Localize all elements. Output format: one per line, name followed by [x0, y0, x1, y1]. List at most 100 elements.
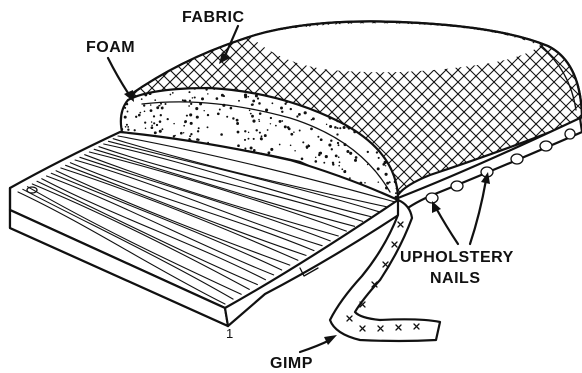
- fabric-hatch-line: [0, 0, 48, 200]
- foam-dot: [190, 103, 192, 105]
- foam-dot: [355, 156, 358, 159]
- foam-dot: [161, 107, 164, 110]
- foam-dot: [139, 112, 141, 114]
- nails-leader-line-left: [436, 208, 458, 244]
- foam-dot: [217, 112, 220, 115]
- foam-dot: [335, 155, 338, 158]
- foam-dot: [284, 103, 286, 105]
- foam-dot: [312, 117, 315, 120]
- foam-dot: [264, 134, 267, 137]
- foam-dot: [290, 133, 293, 136]
- foam-dot: [341, 168, 343, 170]
- foam-dot: [343, 126, 346, 129]
- foam-dot: [270, 123, 271, 124]
- foam-dot: [396, 188, 397, 189]
- foam-dot: [150, 104, 152, 106]
- foam-dot: [337, 127, 339, 129]
- foam-dot: [188, 91, 190, 93]
- foam-dot: [284, 125, 287, 128]
- foam-dot: [318, 154, 320, 156]
- foam-dot: [156, 124, 158, 126]
- foam-dot: [159, 130, 162, 133]
- foam-dot: [293, 131, 295, 133]
- foam-dot: [265, 109, 268, 112]
- foam-dot: [197, 130, 199, 132]
- foam-dot: [213, 89, 215, 91]
- foam-dot: [290, 145, 292, 147]
- foam-dot: [159, 120, 162, 123]
- foam-dot: [190, 133, 192, 135]
- foam-dot: [317, 136, 319, 138]
- foam-dot: [138, 114, 141, 117]
- foam-dot: [183, 132, 184, 133]
- foam-dot: [126, 124, 128, 126]
- foam-dot: [194, 96, 196, 98]
- foam-dot: [183, 125, 185, 127]
- fabric-hatch-line: [0, 0, 12, 200]
- foam-dot: [192, 97, 194, 99]
- fabric-hatch-line: [0, 0, 24, 200]
- foam-dot: [174, 135, 176, 137]
- foam-dot: [143, 104, 145, 106]
- gimp-leader-line: [300, 340, 330, 352]
- foam-dot: [180, 132, 183, 135]
- foam-dot: [270, 117, 272, 119]
- foam-dot: [258, 119, 259, 120]
- foam-dot: [127, 129, 129, 131]
- foam-dot: [182, 99, 184, 101]
- foam-leader-line: [108, 58, 130, 96]
- foam-dot: [331, 148, 333, 150]
- foam-dot: [329, 125, 332, 128]
- foam-dot: [153, 122, 155, 124]
- foam-dot: [290, 108, 292, 110]
- foam-dot: [144, 93, 147, 96]
- foam-dot: [124, 107, 126, 109]
- foam-dot: [172, 92, 174, 94]
- foam-dot: [189, 100, 191, 102]
- foam-dot: [144, 110, 146, 112]
- foam-dot: [338, 144, 340, 146]
- foam-dot: [395, 192, 397, 194]
- foam-dot: [364, 182, 366, 184]
- foam-dot: [189, 135, 191, 137]
- upholstery-nail: [451, 181, 463, 191]
- foam-dot: [126, 103, 128, 105]
- foam-dot: [279, 144, 281, 146]
- foam-dot: [244, 147, 246, 149]
- foam-dot: [275, 125, 277, 127]
- foam-dot: [134, 129, 136, 131]
- foam-dot: [339, 127, 341, 129]
- foam-dot: [301, 158, 304, 161]
- foam-dot: [332, 163, 334, 165]
- foam-dot: [377, 167, 380, 170]
- foam-dot: [188, 105, 190, 107]
- nails-arrowhead-left: [432, 201, 441, 213]
- foam-dot: [154, 131, 157, 134]
- foam-dot: [167, 118, 169, 120]
- foam-dot: [135, 116, 137, 118]
- foam-dot: [323, 162, 325, 164]
- foam-dot: [159, 105, 161, 107]
- foam-dot: [226, 116, 228, 118]
- foam-dot: [154, 99, 156, 101]
- foam-dot: [382, 163, 385, 166]
- foam-dot: [144, 122, 146, 124]
- foam-dot: [248, 138, 250, 140]
- fabric-label: FABRIC: [182, 9, 245, 26]
- foam-dot: [251, 115, 254, 118]
- foam-dot: [161, 128, 163, 130]
- foam-dot: [201, 97, 204, 100]
- foam-dot: [249, 110, 251, 112]
- foam-dot: [306, 145, 309, 148]
- foam-dot: [190, 122, 193, 125]
- foam-dot: [207, 126, 209, 128]
- foam-dot: [260, 138, 262, 140]
- foam-dot: [346, 150, 349, 153]
- foam-dot: [216, 97, 219, 100]
- foam-dot: [326, 124, 327, 125]
- foam-dot: [296, 115, 298, 117]
- foam-dot: [298, 113, 301, 116]
- foam-dot: [302, 141, 304, 143]
- foam-dot: [184, 121, 186, 123]
- foam-dot: [257, 97, 259, 99]
